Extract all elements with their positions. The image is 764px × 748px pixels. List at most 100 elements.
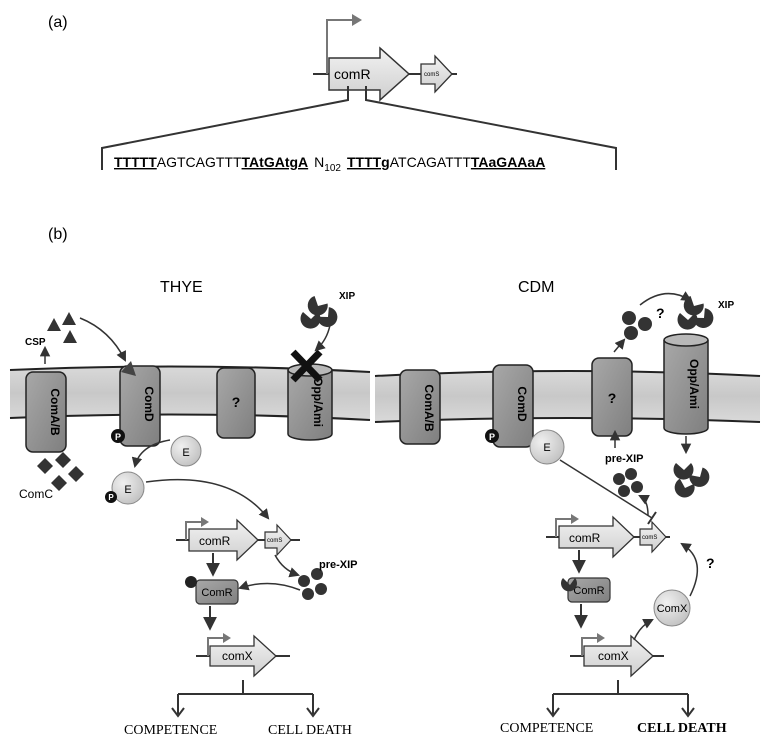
csp-label: CSP bbox=[25, 337, 46, 348]
comX-protein-ball bbox=[653, 589, 691, 627]
opp-ami-left bbox=[287, 370, 333, 441]
comS-to-prexip-arrow-right bbox=[638, 495, 650, 516]
pre-xip-label-left: pre-XIP bbox=[319, 559, 358, 571]
comR-protein-left bbox=[195, 579, 239, 605]
block-x-icon bbox=[290, 349, 323, 383]
comE-label-right: E bbox=[543, 442, 550, 454]
comD-label-right: ComD bbox=[515, 386, 529, 422]
export-arrow-right bbox=[613, 338, 626, 353]
seq-box-2: TAtGAtgA bbox=[242, 154, 309, 170]
comX-gene-label-right: comX bbox=[598, 649, 629, 663]
comR-gene-label: comR bbox=[334, 66, 371, 82]
promoter-arrow bbox=[326, 19, 355, 74]
bound-xip-left bbox=[185, 576, 197, 588]
pre-xip-label-right: pre-XIP bbox=[605, 453, 644, 465]
pre-xip-dots-right bbox=[613, 468, 643, 497]
q-label-side: ? bbox=[706, 555, 715, 571]
comX-gene-right bbox=[583, 634, 654, 678]
cell-death-label-right: CELL DEATH bbox=[637, 721, 727, 736]
comE-inhibition-line bbox=[559, 459, 653, 519]
comS-to-prexip-arrow-left bbox=[274, 554, 300, 578]
xip-molecules-left bbox=[300, 295, 338, 329]
exported-xip-dots bbox=[622, 311, 652, 340]
comE-ball-left bbox=[170, 435, 202, 467]
zoom-line-right bbox=[365, 86, 617, 170]
cell-death-label-left: CELL DEATH bbox=[268, 723, 352, 738]
phospho-label-1: P bbox=[115, 432, 121, 442]
opp-ami-right bbox=[663, 340, 709, 435]
xip-label-right: XIP bbox=[718, 300, 734, 311]
csp-binding-arrow bbox=[79, 317, 126, 362]
seq-box-3: TTTTg bbox=[347, 154, 390, 170]
phospho-comD-left bbox=[111, 429, 125, 443]
phosphotransfer-arrow bbox=[131, 439, 171, 469]
xip-label-left: XIP bbox=[339, 291, 355, 302]
seq-box-4: TAaGAAaA bbox=[471, 154, 545, 170]
outcome-branch-left bbox=[177, 680, 314, 714]
comE-label-left: E bbox=[182, 447, 189, 459]
comX-gene-label-left: comX bbox=[222, 649, 253, 663]
competence-label-right: COMPETENCE bbox=[500, 721, 593, 736]
unknown-transporter-left bbox=[216, 367, 256, 439]
comD-label-left: ComD bbox=[142, 386, 156, 422]
comD-receptor-right bbox=[492, 364, 534, 448]
comD-receptor-left bbox=[119, 365, 161, 447]
panel-b-right-cdm: CDM ComA/B ComD P ? Opp/Ami ? bbox=[374, 279, 761, 736]
xip-uptake-arrow-left bbox=[314, 324, 331, 352]
zoom-line-left bbox=[101, 86, 349, 170]
comC-diamonds bbox=[37, 452, 84, 491]
q-label-top: ? bbox=[656, 305, 665, 321]
csp-bound-triangle bbox=[121, 361, 136, 376]
unknown-label-right: ? bbox=[608, 390, 617, 406]
comAB-transporter-right bbox=[399, 369, 441, 445]
comR-gene-left bbox=[188, 518, 259, 562]
comE-to-comS-arrow bbox=[145, 478, 270, 520]
comR-gene-label-left: comR bbox=[199, 534, 231, 548]
panel-a-label: (a) bbox=[48, 14, 68, 31]
comS-gene-right bbox=[639, 520, 667, 554]
comR-protein-label-left: ComR bbox=[201, 587, 232, 599]
opp-ami-label-right: Opp/Ami bbox=[687, 359, 701, 409]
promoter-sequence: TTTTTAGTCAGTTTTAtGAtgA N102 TTTTgATCAGATTT… bbox=[114, 154, 545, 174]
seq-n-sub: 102 bbox=[324, 163, 341, 174]
prexip-to-comR-arrow bbox=[238, 580, 301, 591]
comX-gene-left bbox=[209, 634, 277, 678]
comAB-label-right: ComA/B bbox=[422, 384, 436, 432]
phospho-comE bbox=[105, 491, 117, 503]
promoter-comR-right bbox=[555, 518, 574, 537]
phospho-label-right: P bbox=[489, 432, 495, 442]
panel-b-label: (b) bbox=[48, 226, 68, 243]
panel-a: (a) comR comS TTTTTAGTCAGTTTTAtGAtgA N102… bbox=[48, 14, 617, 174]
opp-ami-label-left: Opp/Ami bbox=[311, 377, 325, 427]
bound-xip-right bbox=[561, 578, 577, 592]
comS-gene-left bbox=[264, 523, 292, 557]
panel-b-left-thye: THYE ComA/B ComD ? Opp/Ami XIP bbox=[9, 279, 371, 738]
comS-gene-label-left: comS bbox=[267, 538, 282, 544]
promoter-comX-right bbox=[581, 637, 600, 656]
comR-gene-right bbox=[558, 515, 635, 559]
comAB-label-left: ComA/B bbox=[48, 388, 62, 436]
comS-gene-label: comS bbox=[424, 72, 439, 78]
comX-translation-arrow bbox=[633, 619, 654, 641]
comS-gene-label-right: comS bbox=[642, 535, 657, 541]
outcome-branch-right bbox=[552, 680, 689, 714]
comR-gene-label-right: comR bbox=[569, 531, 601, 545]
seq-box-1: TTTTT bbox=[114, 154, 157, 170]
promoter-comX-left bbox=[207, 637, 226, 656]
seq-mid-2: ATCAGATTT bbox=[390, 154, 472, 170]
comE-p-label: E bbox=[124, 484, 131, 496]
phospho-label-2: P bbox=[108, 493, 114, 502]
comC-label: ComC bbox=[19, 487, 53, 501]
comAB-transporter-left bbox=[25, 371, 67, 453]
comR-protein-label-right: ComR bbox=[573, 585, 604, 597]
membrane-left bbox=[10, 366, 370, 420]
pre-xip-dots-left bbox=[298, 568, 327, 600]
seq-n: N bbox=[314, 154, 324, 170]
maturation-arrow-right bbox=[639, 291, 692, 306]
unknown-label-left: ? bbox=[232, 394, 241, 410]
comS-gene-arrow bbox=[420, 54, 453, 94]
seq-mid-1: AGTCAGTTT bbox=[157, 154, 242, 170]
comE-p-ball bbox=[111, 471, 145, 505]
thye-title: THYE bbox=[160, 279, 203, 296]
